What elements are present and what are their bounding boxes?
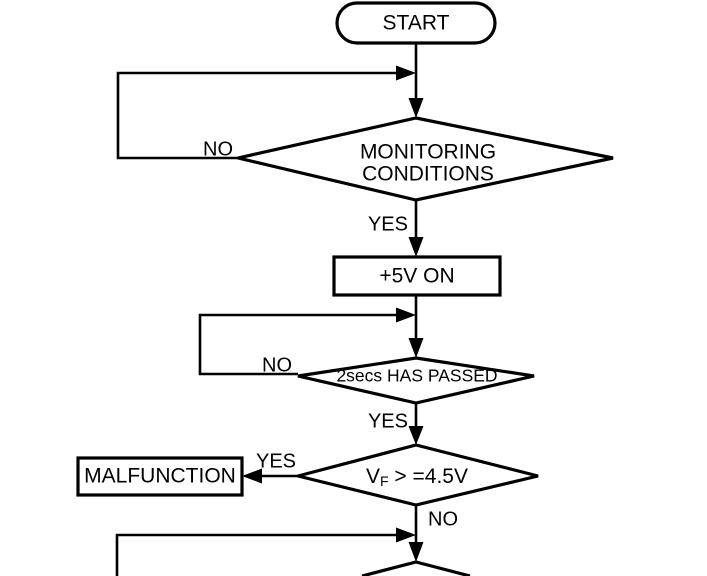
branch-label-vf-yes: YES xyxy=(256,450,296,472)
vf-label: VF > =4.5V xyxy=(366,465,468,489)
vf-diamond-shape xyxy=(297,443,539,507)
two-secs-diamond-shape xyxy=(297,356,535,405)
malfunction-label: MALFUNCTION xyxy=(84,465,236,488)
five-volt-label: +5V ON xyxy=(379,265,454,288)
vf-label-prefix: V xyxy=(366,465,380,488)
connector-start-to-monitoring xyxy=(408,43,424,118)
connector-5v-to-2secs xyxy=(408,295,424,358)
monitoring-label-line1: MONITORING xyxy=(360,141,496,164)
branch-label-monitoring-yes: YES xyxy=(368,213,408,235)
next-decision-diamond-shape xyxy=(361,560,471,576)
connector-2secs-to-vf xyxy=(408,403,424,445)
branch-label-vf-no: NO xyxy=(428,508,458,530)
node-malfunction[interactable]: MALFUNCTION xyxy=(76,456,244,497)
vf-label-suffix: > =4.5V xyxy=(389,465,468,488)
two-secs-label: 2secs HAS PASSED xyxy=(336,366,497,386)
branch-label-2secs-no: NO xyxy=(262,354,292,376)
start-terminator-shape xyxy=(335,1,497,45)
connector-vf-no-down xyxy=(408,505,424,562)
node-monitoring-conditions[interactable]: MONITORING CONDITIONS xyxy=(237,116,614,202)
monitoring-diamond-shape xyxy=(237,116,614,202)
connector-monitoring-to-5v xyxy=(408,200,424,257)
node-vf-threshold[interactable]: VF > =4.5V xyxy=(297,443,539,507)
node-start[interactable]: START xyxy=(335,1,497,45)
node-next-decision-partial[interactable] xyxy=(361,560,471,576)
start-label: START xyxy=(383,12,450,35)
connector-monitoring-no-loop xyxy=(116,65,416,160)
node-2secs-has-passed[interactable]: 2secs HAS PASSED xyxy=(297,356,535,405)
branch-label-monitoring-no: NO xyxy=(203,138,233,160)
vf-label-subscript: F xyxy=(380,473,389,489)
node-5v-on[interactable]: +5V ON xyxy=(332,255,502,297)
five-volt-box-shape xyxy=(332,255,502,297)
connector-2secs-no-loop xyxy=(198,307,416,376)
connector-bottom-return-loop xyxy=(115,527,416,576)
branch-label-2secs-yes: YES xyxy=(368,410,408,432)
monitoring-label-line2: CONDITIONS xyxy=(362,163,494,186)
connector-vf-yes-to-malfunction xyxy=(242,468,298,484)
malfunction-box-shape xyxy=(76,456,244,497)
